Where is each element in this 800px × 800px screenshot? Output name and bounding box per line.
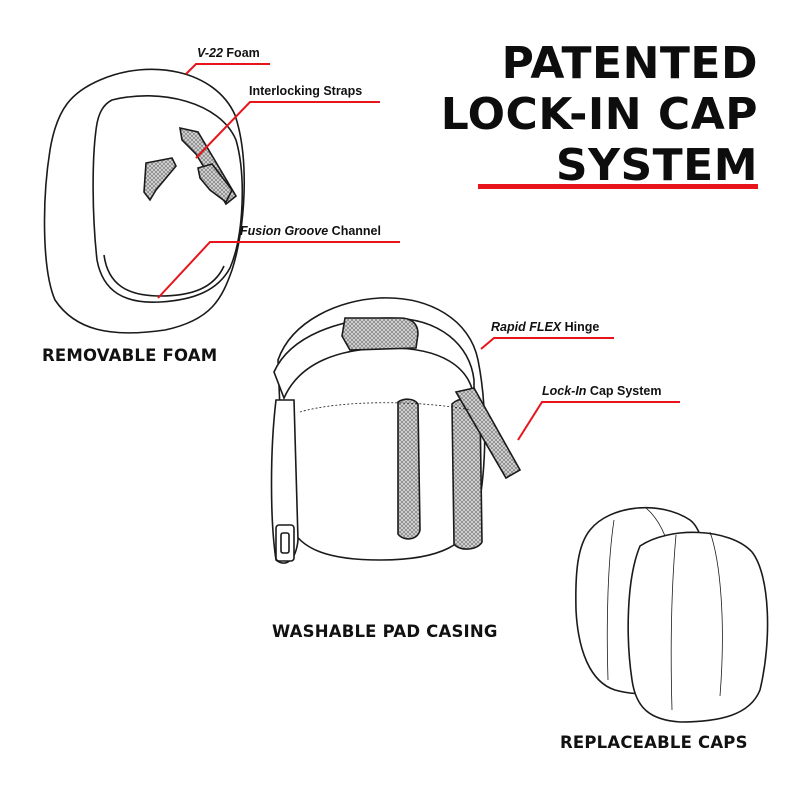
cap-front-seam-2 (709, 531, 723, 697)
headline-line-1: PATENTED (501, 38, 758, 89)
casing-stitch (299, 402, 471, 413)
cap-front-seam-1 (670, 534, 677, 711)
callout-rapid-flex-text: Hinge (561, 320, 600, 334)
leader-fusion-groove (157, 241, 400, 299)
callout-lock-in-text: Cap System (586, 384, 662, 398)
replaceable-caps-drawing (575, 506, 769, 723)
callout-rapid-flex-italic: Rapid FLEX (491, 320, 562, 334)
lock-in-strap (454, 387, 522, 480)
caption-replaceable-caps: REPLACEABLE CAPS (560, 733, 748, 752)
headline: PATENTED LOCK-IN CAP SYSTEM (441, 38, 758, 191)
callout-interlocking-straps-text: Interlocking Straps (249, 84, 363, 98)
mesh-panel-left (397, 398, 421, 540)
callout-fusion-groove-text: Channel (328, 224, 381, 238)
callout-v22-foam-text: Foam (222, 46, 260, 60)
headline-line-3: SYSTEM (555, 140, 758, 191)
strap-right (197, 163, 233, 204)
headline-line-2: LOCK-IN CAP (440, 89, 758, 140)
callout-interlocking-straps: Interlocking Straps (249, 84, 362, 98)
callout-lock-in: Lock-In Cap System (542, 384, 661, 398)
headline-underline (478, 184, 758, 189)
pad-casing-drawing (270, 297, 522, 564)
leader-rapid-flex (480, 337, 614, 350)
cap-back-seam-1 (606, 519, 615, 681)
foam-inner-cap (92, 95, 244, 303)
leader-lines (157, 63, 680, 441)
caption-washable-pad: WASHABLE PAD CASING (272, 622, 498, 641)
leader-v22-foam (185, 63, 270, 75)
callout-fusion-groove-italic: Fusion Groove (240, 224, 329, 238)
velcro-panel (341, 317, 419, 351)
leader-lock-in (517, 401, 680, 441)
callout-v22-foam: V-22 Foam (197, 46, 260, 60)
cap-front (627, 531, 769, 723)
removable-foam-drawing (43, 68, 245, 334)
buckle-slot (280, 532, 290, 554)
callout-rapid-flex: Rapid FLEX Hinge (491, 320, 599, 334)
caption-removable-foam: REMOVABLE FOAM (42, 346, 218, 365)
callout-fusion-groove: Fusion Groove Channel (240, 224, 381, 238)
callout-v22-foam-italic: V-22 (197, 46, 223, 60)
strap-left (143, 157, 177, 202)
leader-interlocking-straps (195, 101, 380, 159)
callout-lock-in-italic: Lock-In (542, 384, 587, 398)
